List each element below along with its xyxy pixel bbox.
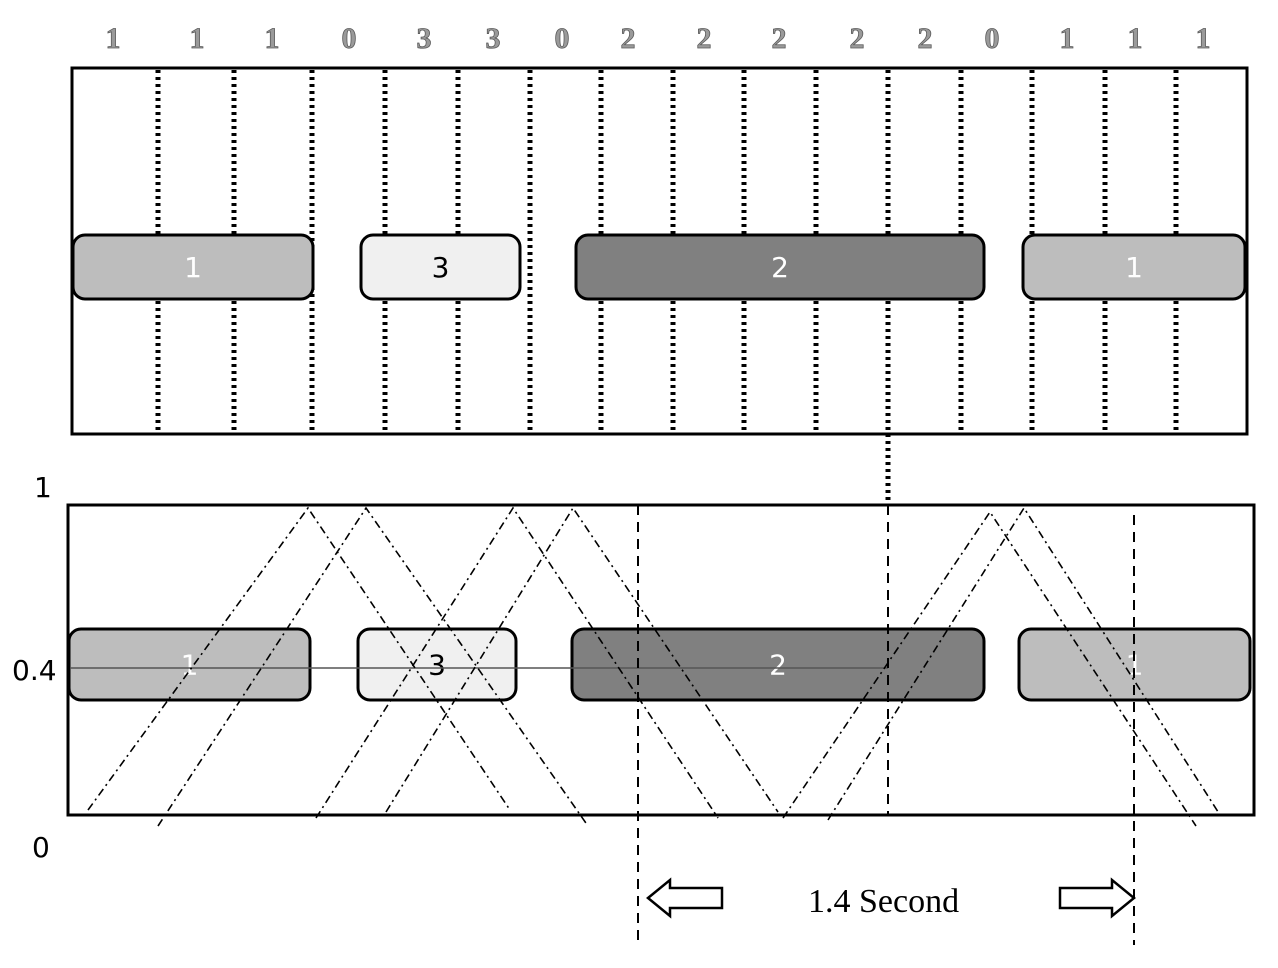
frame-label: 1 — [265, 22, 280, 55]
top-segment-box — [1021, 233, 1247, 301]
top-segment-label: 2 — [771, 251, 789, 284]
frame-label: 3 — [417, 22, 432, 55]
frame-label: 2 — [697, 22, 712, 55]
top-segments: 1 3 2 1 — [71, 233, 1247, 301]
top-segment-box — [359, 233, 522, 301]
triangle-curve — [385, 506, 779, 813]
left-arrow-icon — [646, 877, 724, 919]
axis-label-threshold: 0.4 — [12, 654, 57, 687]
frame-label: 2 — [772, 22, 787, 55]
frame-label: 0 — [985, 22, 1000, 55]
bottom-segment-box — [570, 627, 986, 702]
bottom-segment-label: 3 — [428, 649, 446, 682]
top-panel: 1 3 2 1 — [70, 66, 1249, 436]
bottom-segment-box — [356, 627, 518, 702]
triangle-curve — [827, 506, 1223, 821]
right-arrow-icon — [1058, 877, 1136, 919]
frame-label: 1 — [1128, 22, 1143, 55]
frame-label: 2 — [850, 22, 865, 55]
top-segment-box — [574, 233, 986, 301]
triangle-curve — [315, 506, 719, 819]
bottom-segment-box — [1017, 627, 1252, 702]
frame-label: 1 — [1196, 22, 1211, 55]
frame-label: 2 — [918, 22, 933, 55]
top-segment-label: 1 — [1125, 251, 1143, 284]
axis-label-bottom: 0 — [32, 831, 50, 864]
triangle-curve — [157, 506, 589, 827]
frame-label: 1 — [190, 22, 205, 55]
window-markers — [637, 505, 1135, 945]
bottom-segment-box — [67, 627, 312, 702]
frame-label: 2 — [621, 22, 636, 55]
frame-label: 0 — [342, 22, 357, 55]
triangle-curve — [782, 510, 1197, 827]
top-segment-label: 3 — [432, 251, 450, 284]
top-segment-box — [71, 233, 315, 301]
duration-label: 1.4 Second — [808, 883, 959, 920]
frame-label: 0 — [555, 22, 570, 55]
axis-label-top: 1 — [34, 471, 52, 504]
triangular-curves — [87, 506, 1223, 827]
frame-labels: 1 1 1 0 3 3 0 2 2 2 2 2 0 1 1 1 — [105, 22, 1211, 56]
frame-boundaries — [155, 70, 1179, 433]
top-segment-label: 1 — [184, 251, 202, 284]
frame-label: 1 — [1060, 22, 1075, 55]
triangle-curve — [87, 506, 511, 811]
frame-label: 1 — [106, 22, 121, 55]
bottom-segment-label: 1 — [181, 649, 199, 682]
bottom-segment-label: 2 — [769, 649, 787, 682]
frame-label: 3 — [486, 22, 501, 55]
